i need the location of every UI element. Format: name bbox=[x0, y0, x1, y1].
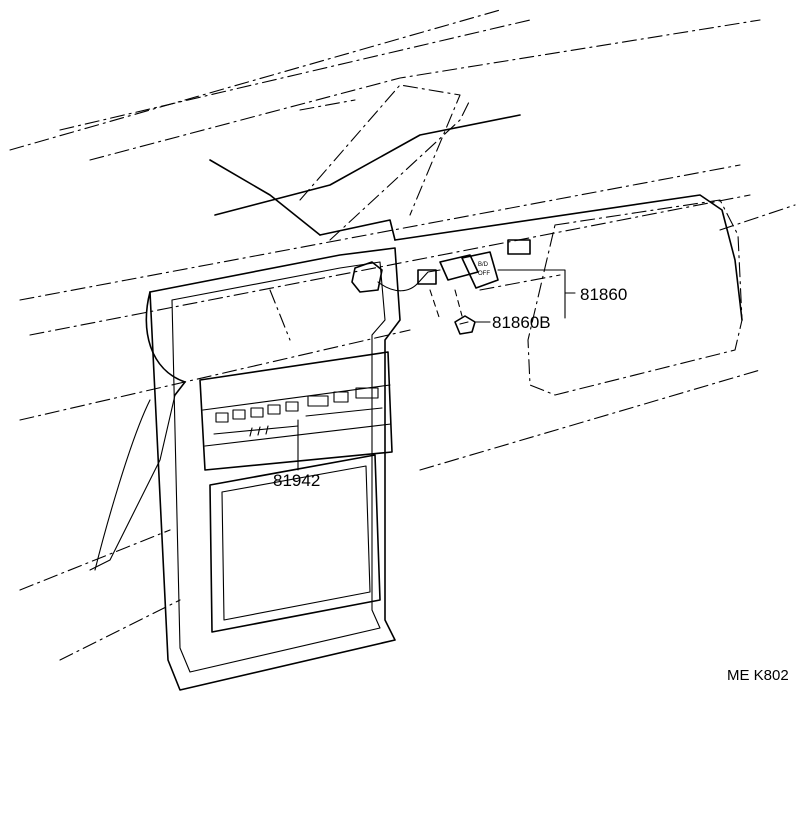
defrost-button bbox=[267, 404, 281, 415]
console-shell bbox=[89, 247, 401, 691]
switch-label-2: OFF bbox=[478, 271, 490, 277]
part-label-81860: 81860 bbox=[580, 285, 627, 304]
part-label-81942: 81942 bbox=[273, 471, 320, 490]
leader-lines bbox=[297, 269, 576, 471]
switch-body bbox=[461, 251, 499, 289]
a-pillar-outline bbox=[269, 84, 471, 341]
climate-control-panel bbox=[199, 351, 393, 471]
recirc-button bbox=[232, 409, 246, 420]
rear-defog-button bbox=[355, 387, 379, 399]
fan-button bbox=[333, 391, 349, 403]
panel-opening bbox=[507, 239, 531, 255]
dashboard-top bbox=[209, 114, 743, 321]
auto-button bbox=[307, 395, 329, 407]
switch-label-1: B/D bbox=[478, 262, 489, 268]
ac-button bbox=[215, 412, 229, 423]
harness-connector bbox=[351, 261, 383, 293]
fresh-button bbox=[250, 407, 264, 418]
switch-connector bbox=[417, 269, 437, 285]
part-label-81860b: 81860B bbox=[492, 313, 551, 332]
glove-box bbox=[527, 199, 743, 396]
drawing-code: ME K802 bbox=[727, 667, 789, 684]
windshield-outline bbox=[9, 9, 796, 661]
clip-81860b bbox=[454, 315, 476, 335]
mode-button bbox=[285, 401, 299, 412]
switch-assembly: B/D OFF bbox=[351, 239, 531, 321]
console-opening bbox=[209, 454, 381, 633]
